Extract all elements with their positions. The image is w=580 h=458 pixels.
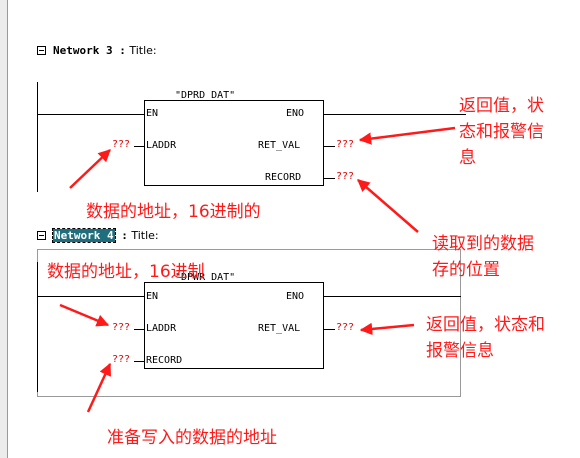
network-4-laddr-operand[interactable]: ??? <box>112 322 131 333</box>
network-3-record-wire <box>324 178 335 179</box>
network-4-retval-operand[interactable]: ??? <box>336 322 355 333</box>
annotation-n4-retval-line1: 返回值，状态和 <box>426 315 545 335</box>
network-4-en-wire <box>37 296 145 297</box>
network-4-label[interactable]: Network 4 <box>52 228 116 243</box>
network-3-title[interactable]: Title: <box>129 44 157 57</box>
annotation-n4-laddr: 数据的地址，16进制 <box>47 262 205 282</box>
network-4-power-rail <box>37 262 38 392</box>
network-4-retval-wire <box>324 329 335 330</box>
annotation-n3-record-line1: 读取到的数据 <box>432 234 534 254</box>
network-4-block-name: "DPWR_DAT" <box>175 272 236 283</box>
annotation-n3-laddr: 数据的地址，16进制的 <box>86 202 261 222</box>
network-3-laddr-operand[interactable]: ??? <box>112 139 131 150</box>
network-4-pin-retval: RET_VAL <box>258 323 301 334</box>
annotation-n3-retval-line3: 息 <box>459 148 476 168</box>
network-4-record-operand[interactable]: ??? <box>112 354 131 365</box>
network-3-retval-operand[interactable]: ??? <box>336 139 355 150</box>
network-3-record-operand[interactable]: ??? <box>336 171 355 182</box>
arrow-n3-retval <box>358 126 456 145</box>
network-4-record-wire <box>134 361 145 362</box>
arrow-n4-record <box>86 362 112 413</box>
arrow-n4-laddr <box>59 303 110 327</box>
network-3-pin-laddr: LADDR <box>146 140 177 151</box>
network-4-laddr-wire <box>134 329 145 330</box>
network-4-pin-record: RECORD <box>146 355 183 366</box>
network-3-pin-record: RECORD <box>265 172 302 183</box>
network-4-pin-eno: ENO <box>286 291 305 302</box>
network-4-collapse-icon[interactable] <box>37 230 46 240</box>
network-4-eno-wire <box>324 296 461 297</box>
network-3-label[interactable]: Network 3 <box>53 44 113 57</box>
network-3-en-wire <box>37 114 145 115</box>
annotation-n3-record-line2: 存的位置 <box>432 260 500 280</box>
network-3-pin-en: EN <box>146 108 159 119</box>
network-4-header[interactable]: Network 4 : Title: <box>37 228 159 243</box>
annotation-n4-retval-line2: 报警信息 <box>426 341 494 361</box>
network-3-retval-wire <box>324 146 335 147</box>
network-4-pin-laddr: LADDR <box>146 323 177 334</box>
network-4-title[interactable]: Title: <box>131 229 159 242</box>
editor-left-margin <box>0 0 8 458</box>
network-3-eno-wire <box>324 114 466 115</box>
network-3-pin-eno: ENO <box>286 108 305 119</box>
network-3-laddr-wire <box>134 146 145 147</box>
network-3-collapse-icon[interactable] <box>37 45 46 55</box>
annotation-n4-record: 准备写入的数据的地址 <box>107 428 277 448</box>
network-3-pin-retval: RET_VAL <box>258 140 301 151</box>
network-3-power-rail <box>37 82 38 192</box>
network-4-pin-en: EN <box>146 291 159 302</box>
network-4-function-block[interactable] <box>144 282 324 369</box>
arrow-n4-retval <box>359 322 415 336</box>
arrow-n3-record <box>357 179 419 233</box>
network-3-block-name: "DPRD_DAT" <box>175 90 236 101</box>
arrow-n3-laddr <box>69 149 111 189</box>
annotation-n3-retval-line2: 态和报警信 <box>459 122 544 142</box>
annotation-n3-retval-line1: 返回值，状 <box>459 96 544 116</box>
network-3-header[interactable]: Network 3 : Title: <box>37 44 157 57</box>
network-3-function-block[interactable] <box>144 100 324 186</box>
